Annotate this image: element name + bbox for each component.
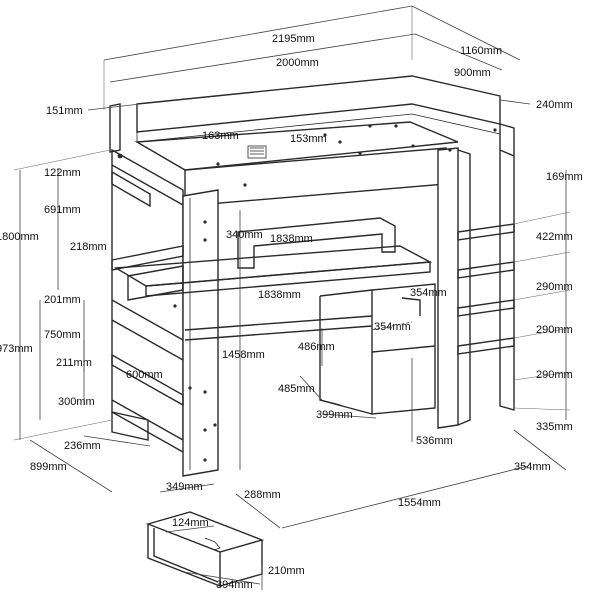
label-overall-length: 2195mm (272, 33, 315, 45)
label-shelf-height: 691mm (44, 204, 81, 216)
label-drawer-handle: 124mm (172, 517, 209, 529)
label-desk-height: 1458mm (222, 349, 265, 361)
label-drawer-length: 394mm (216, 579, 253, 591)
label-cabinet-offset: 536mm (416, 435, 453, 447)
label-drawer-gap: 201mm (44, 294, 81, 306)
label-bottom-gap: 300mm (58, 396, 95, 408)
label-drawer-depth: 288mm (244, 489, 281, 501)
label-desk-span: 1554mm (398, 497, 441, 509)
label-ladder-top: 169mm (546, 171, 583, 183)
dimension-labels: 2195mm 1160mm 2000mm 900mm 151mm 240mm 1… (0, 33, 583, 591)
label-upper-shelf-gap: 122mm (44, 167, 81, 179)
label-leg-width: 354mm (410, 287, 447, 299)
assembly-holes (117, 124, 497, 462)
label-mattress-length: 2000mm (276, 57, 319, 69)
label-ladder-step3: 290mm (536, 324, 573, 336)
label-slot-width: 153mm (290, 133, 327, 145)
label-slot-offset: 163mm (202, 130, 239, 142)
label-base-depth: 899mm (30, 461, 67, 473)
label-ladder-base: 354mm (514, 461, 551, 473)
label-ladder-step2: 290mm (536, 281, 573, 293)
label-depth: 1160mm (460, 45, 502, 57)
label-shelf-span: 750mm (44, 329, 81, 341)
label-ladder-offset: 240mm (536, 99, 573, 111)
label-ladder-bottom: 335mm (536, 421, 573, 433)
label-cabinet-height: 486mm (298, 341, 335, 353)
label-rail-gap: 211mm (56, 357, 92, 369)
label-upper-desk-length: 1838mm (270, 233, 313, 245)
label-rail-width: 151mm (46, 105, 83, 117)
label-side-panel: 354mm (374, 321, 411, 333)
label-lower-height: 973mm (0, 343, 33, 355)
label-inner-depth: 600mm (126, 369, 163, 381)
label-shelf-depth: 218mm (70, 241, 107, 253)
label-desk-length: 1838mm (258, 289, 301, 301)
label-cabinet-depth: 485mm (278, 383, 315, 395)
label-total-height: 1800mm (0, 231, 39, 243)
bed-frame (109, 75, 515, 477)
dimension-lines (13, 5, 571, 590)
label-cabinet-width: 399mm (316, 409, 353, 421)
label-drawer-width: 349mm (166, 481, 203, 493)
label-ladder-step4: 290mm (536, 369, 573, 381)
label-drawer-height: 210mm (268, 565, 305, 577)
label-base-width: 236mm (64, 440, 101, 452)
label-mattress-width: 900mm (454, 67, 491, 79)
label-ladder-step1: 422mm (536, 231, 573, 243)
label-top-shelf-width: 340mm (226, 229, 263, 241)
